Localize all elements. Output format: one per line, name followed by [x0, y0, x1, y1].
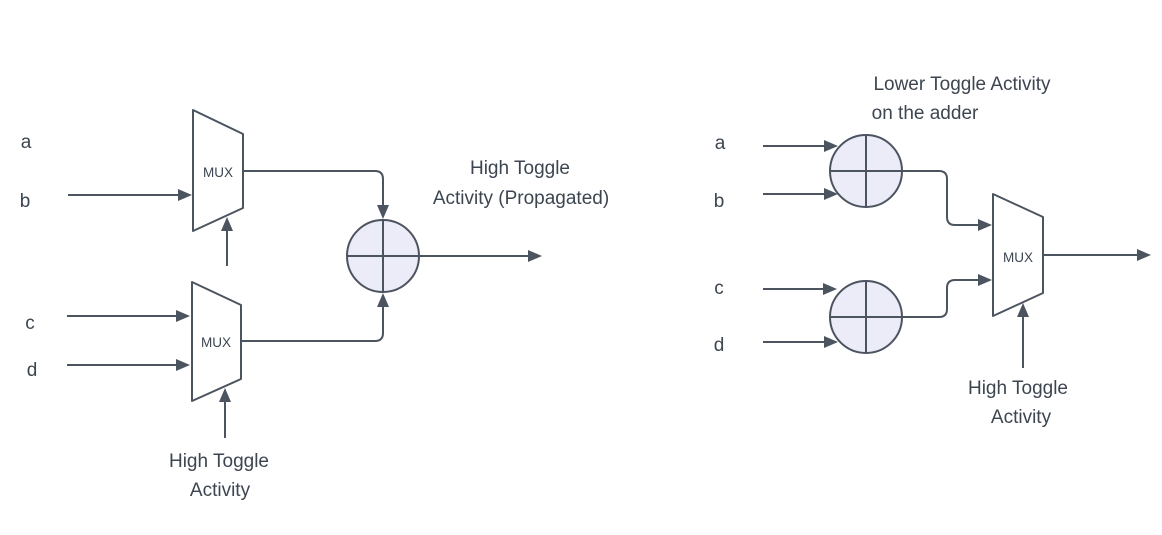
right-title-line2: on the adder	[872, 103, 979, 124]
left-input-label-c: c	[25, 313, 35, 334]
right-select-note-line1: High Toggle	[968, 378, 1068, 399]
right-adder1	[829, 134, 903, 208]
right-adder2-output-arrowhead	[978, 274, 992, 286]
left-wire-c-arrowhead	[176, 310, 190, 322]
left-mux1-output-wire	[243, 170, 384, 206]
left-input-label-a: a	[21, 132, 32, 153]
left-adder	[346, 219, 420, 293]
left-mux1-output-arrowhead	[377, 205, 389, 219]
right-input-label-c: c	[714, 278, 724, 299]
right-adder2-cross	[830, 281, 902, 353]
left-circuit: a b c d MUX MUX	[20, 109, 609, 501]
right-title-line1: Lower Toggle Activity	[873, 74, 1051, 95]
right-input-label-b: b	[714, 191, 725, 212]
right-adder1-cross	[830, 135, 902, 207]
left-mux2-shape	[191, 281, 242, 402]
left-mux2-output-arrowhead	[377, 293, 389, 307]
left-select-note-line2: Activity	[190, 480, 251, 501]
right-adder1-output-arrowhead	[978, 219, 992, 231]
right-adder2-output-wire	[902, 279, 980, 318]
left-mux1-select-arrowhead	[221, 217, 233, 231]
right-select-note-line2: Activity	[991, 407, 1052, 428]
left-mux2-label: MUX	[201, 335, 231, 350]
left-input-label-d: d	[27, 360, 38, 381]
right-mux-label: MUX	[1003, 250, 1033, 265]
left-mux1-shape	[192, 109, 244, 232]
left-mux2-output-wire	[241, 306, 384, 342]
right-mux-shape	[992, 193, 1044, 317]
right-wire-d-arrowhead	[824, 336, 838, 348]
right-adder2	[829, 280, 903, 354]
left-adder-cross	[347, 220, 419, 292]
left-mux2-select-arrowhead	[219, 388, 231, 402]
right-mux-select-arrowhead	[1017, 303, 1029, 317]
right-input-label-a: a	[715, 133, 726, 154]
left-mux1-label: MUX	[203, 165, 233, 180]
left-adder-output-arrowhead	[528, 250, 542, 262]
right-wire-a-arrowhead	[824, 140, 838, 152]
right-adder1-output-wire	[902, 170, 980, 226]
left-output-note-line2: Activity (Propagated)	[433, 188, 609, 209]
left-wire-b-arrowhead	[178, 189, 192, 201]
right-input-label-d: d	[714, 335, 725, 356]
right-mux-output-arrowhead	[1137, 249, 1151, 261]
left-wire-d-arrowhead	[176, 359, 190, 371]
right-wire-b-arrowhead	[824, 188, 838, 200]
left-select-note-line1: High Toggle	[169, 451, 269, 472]
right-wire-c-arrowhead	[823, 283, 837, 295]
left-output-note-line1: High Toggle	[470, 158, 570, 179]
left-input-label-b: b	[20, 191, 31, 212]
right-circuit: Lower Toggle Activity on the adder a b c…	[714, 74, 1151, 428]
